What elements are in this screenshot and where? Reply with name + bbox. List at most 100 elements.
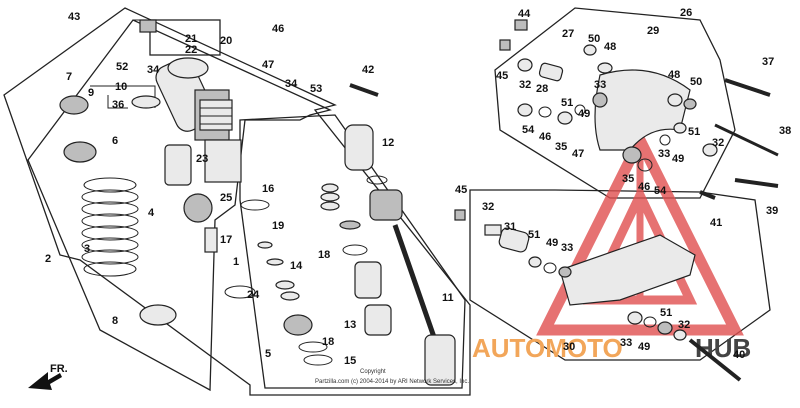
callout-16: 16 [262,183,274,195]
callout-33: 33 [561,242,573,254]
callout-52: 52 [116,61,128,73]
callout-21: 21 [185,33,197,45]
callout-54: 54 [654,185,667,197]
callout-40: 40 [733,349,745,361]
callout-4: 4 [148,207,155,219]
callout-49: 49 [546,237,558,249]
callout-49: 49 [672,153,684,165]
callout-34: 34 [147,64,160,76]
callout-43: 43 [68,11,80,23]
callout-50: 50 [588,33,600,45]
callout-49: 49 [578,108,590,120]
collar-spacer [498,227,530,253]
front-direction-arrow: FR. [28,363,68,390]
callout-14: 14 [290,260,303,272]
callout-20: 20 [220,35,232,47]
arm-bolt [724,78,771,97]
arm-assembly-frame [494,7,736,199]
callout-23: 23 [196,153,208,165]
callout-12: 12 [382,137,394,149]
callout-30: 30 [563,341,575,353]
callout-51: 51 [688,126,700,138]
callout-6: 6 [112,135,118,147]
callout-15: 15 [344,355,356,367]
callout-35: 35 [622,173,634,185]
callout-10: 10 [115,81,127,93]
callout-32: 32 [519,79,531,91]
callout-34: 34 [285,78,298,90]
link-bolt [688,338,742,382]
callout-45: 45 [496,70,508,82]
callout-27: 27 [562,28,574,40]
callout-32: 32 [482,201,494,213]
upper-mount-bolt [349,83,379,97]
arm-cap-nut [514,19,528,31]
callout-48: 48 [604,41,616,53]
callout-3: 3 [84,243,90,255]
spring-adjuster-nut [59,95,89,115]
callout-47: 47 [572,148,584,160]
callout-36: 36 [112,99,124,111]
callout-46: 46 [638,181,650,193]
callout-31: 31 [504,221,516,233]
shock-link [559,234,696,306]
piston [283,314,313,336]
callout-1: 1 [233,256,239,268]
callout-24: 24 [247,289,260,301]
seal-head [364,304,392,336]
bump-rubber [164,144,192,186]
callout-28: 28 [536,83,548,95]
lock-nut [63,141,97,163]
callout-5: 5 [265,348,271,360]
copyright-line-2: Partzilla.com (c) 2004-2014 by ARI Netwo… [315,379,469,385]
copyright-line-1: Copyright [360,369,386,375]
spring-seat [139,304,177,326]
callout-51: 51 [561,97,573,109]
callout-54: 54 [522,124,535,136]
rod-assembly-frame [469,189,771,361]
callout-18: 18 [318,249,330,261]
bushing [354,261,382,299]
callout-2: 2 [45,253,51,265]
callout-18: 18 [322,336,334,348]
callout-13: 13 [344,319,356,331]
shim-stack-upper [320,183,340,211]
damper-group-frame [239,114,466,389]
rubber-boot [344,124,374,171]
callout-11: 11 [442,292,454,304]
callout-42: 42 [362,64,374,76]
front-direction-label: FR. [50,363,68,375]
callout-33: 33 [594,79,606,91]
callout-7: 7 [66,71,72,83]
callout-51: 51 [660,307,672,319]
callout-38: 38 [779,125,791,137]
callout-35: 35 [555,141,567,153]
callout-46: 46 [272,23,284,35]
long-pivot-bolt [714,123,779,157]
watermark-text-automoto: AUTOMOTO [472,333,623,363]
callout-51: 51 [528,229,540,241]
callout-26: 26 [680,7,692,19]
callout-19: 19 [272,220,284,232]
callout-25: 25 [220,192,232,204]
callout-46: 46 [539,131,551,143]
callout-32: 32 [712,137,724,149]
callout-39: 39 [766,205,778,217]
callout-48: 48 [668,69,680,81]
watermark-text-hub: HUB [695,333,751,363]
valve-body [204,227,218,253]
callout-41: 41 [710,217,722,229]
callout-49: 49 [638,341,650,353]
callout-47: 47 [262,59,274,71]
callout-45: 45 [455,184,467,196]
shock-arm [594,69,691,151]
callout-29: 29 [647,25,659,37]
bellows-boot [199,99,233,131]
end-cap [369,189,403,221]
callout-32: 32 [678,319,690,331]
callout-37: 37 [762,56,774,68]
callout-33: 33 [658,148,670,160]
